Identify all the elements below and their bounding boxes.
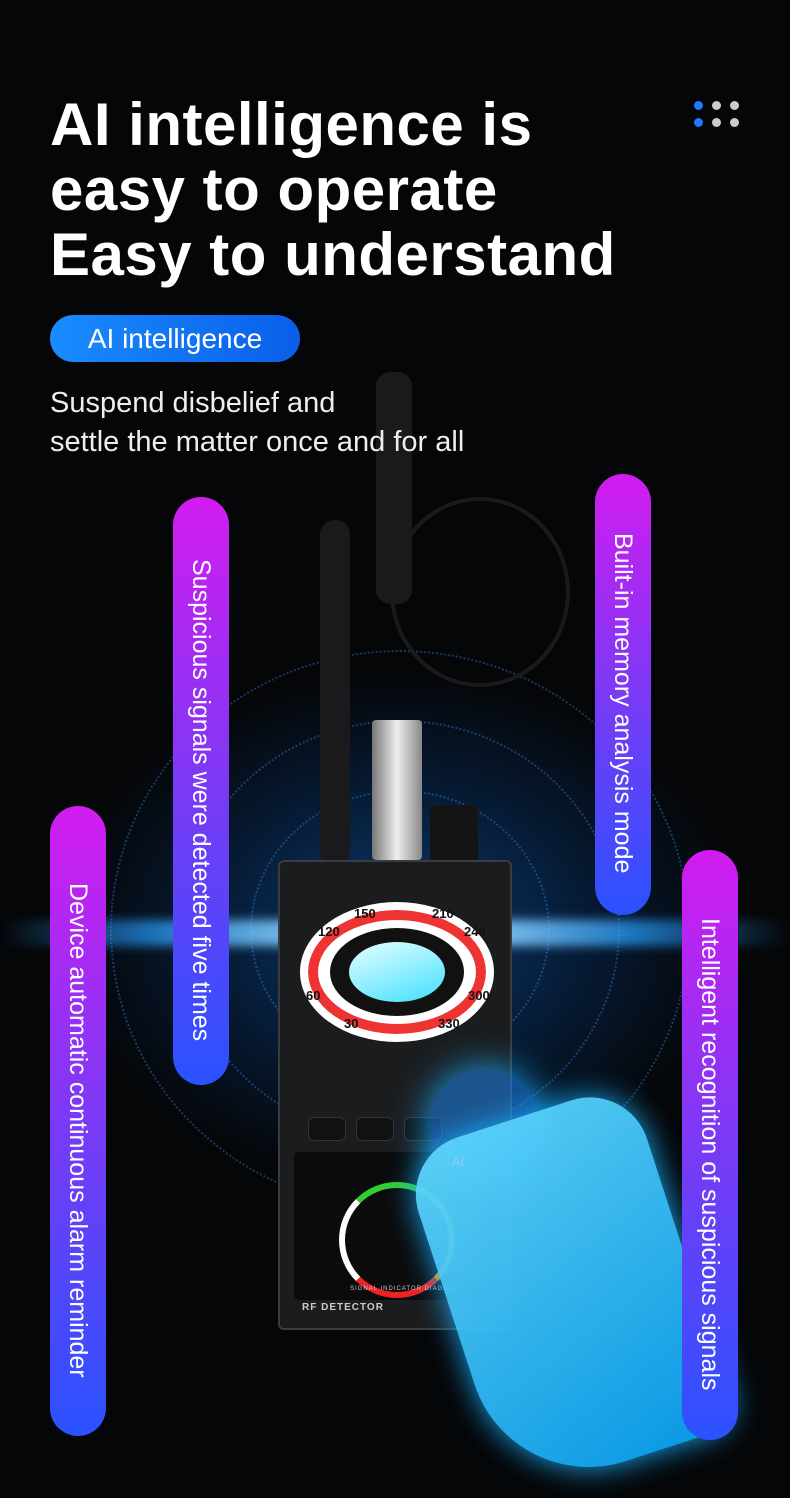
dial-number: 150 (354, 906, 376, 921)
indicator-lens (349, 942, 445, 1002)
feature-pill: Built-in memory analysis mode (595, 474, 651, 915)
antenna-cable (390, 497, 570, 687)
screen-caption: SIGNAL INDICATOR DIAGRAM (350, 1286, 460, 1292)
feature-pill: Device automatic continuous alarm remind… (50, 806, 106, 1436)
dial-number: 120 (318, 924, 340, 939)
subtitle-line: Suspend disbelief and (50, 387, 336, 419)
dial-number: 240 (464, 924, 486, 939)
dial-number: 210 (432, 906, 454, 921)
title-line: AI intelligence is (50, 91, 533, 158)
dial-number: 330 (438, 1016, 460, 1031)
dial-number: 60 (306, 988, 321, 1003)
connector (372, 720, 422, 860)
subtitle: Suspend disbelief and settle the matter … (50, 384, 464, 462)
knob (430, 805, 478, 863)
feature-pill: Suspicious signals were detected five ti… (173, 497, 229, 1085)
ai-label: AI (452, 1154, 465, 1169)
device-button[interactable] (356, 1117, 394, 1141)
device-label: RF DETECTOR (302, 1302, 384, 1313)
feature-tag: AI intelligence (50, 315, 300, 362)
feature-pill: Intelligent recognition of suspicious si… (682, 850, 738, 1440)
frequency-dial: 150 210 120 240 60 300 30 330 (300, 902, 494, 1042)
antenna (320, 520, 350, 865)
title-line: easy to operate (50, 156, 498, 223)
device-button[interactable] (308, 1117, 346, 1141)
page-title: AI intelligence is easy to operate Easy … (50, 92, 616, 287)
dial-number: 30 (344, 1016, 359, 1031)
dots-menu-icon (694, 101, 740, 127)
subtitle-line: settle the matter once and for all (50, 426, 465, 458)
title-line: Easy to understand (50, 221, 616, 288)
dial-number: 300 (468, 988, 490, 1003)
